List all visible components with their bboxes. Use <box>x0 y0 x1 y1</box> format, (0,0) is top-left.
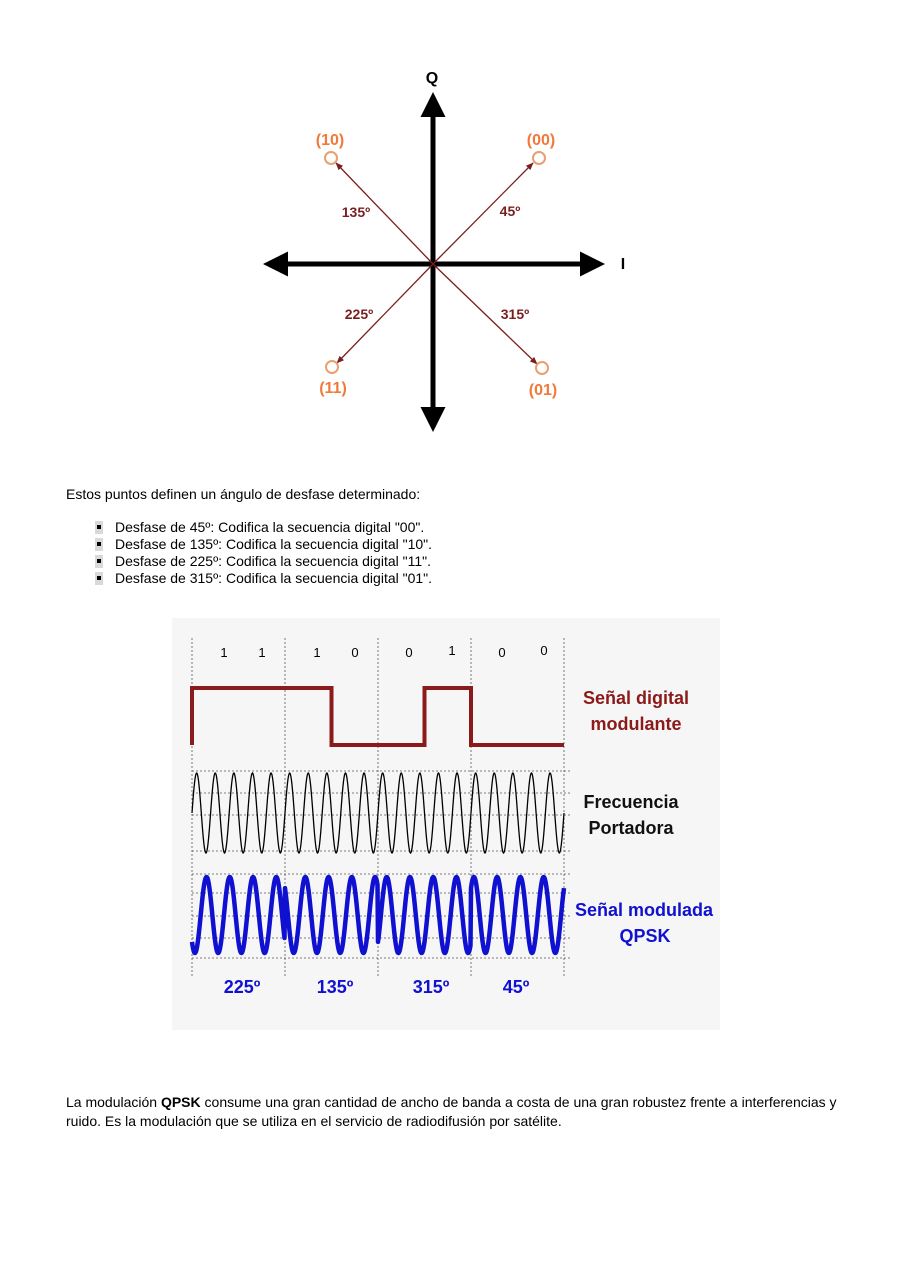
bullet-item: Desfase de 225º: Codifica la secuencia d… <box>95 553 432 570</box>
angle-label-315: 315º <box>501 306 529 322</box>
vector-225 <box>336 263 434 364</box>
bullet-item: Desfase de 315º: Codifica la secuencia d… <box>95 570 432 587</box>
digital-modulating-signal <box>190 686 564 747</box>
bit-label: 0 <box>498 645 505 660</box>
i-axis-label: I <box>621 256 625 273</box>
code-label-01: (01) <box>529 382 557 399</box>
bit-label: 1 <box>448 643 455 658</box>
bit-label: 0 <box>351 645 358 660</box>
phase-label: 45º <box>503 977 530 997</box>
code-label-10: (10) <box>316 132 344 149</box>
phase-label: 225º <box>224 977 261 997</box>
conclusion-text-post: consume una gran cantidad de ancho de ba… <box>66 1094 837 1129</box>
bit-label: 1 <box>220 645 227 660</box>
square-bullet-icon <box>95 538 103 551</box>
phase-label: 135º <box>317 977 354 997</box>
point-01 <box>535 361 549 375</box>
conclusion-paragraph: La modulación QPSK consume una gran cant… <box>66 1093 846 1131</box>
vector-45 <box>432 162 534 265</box>
code-label-11: (11) <box>319 380 347 397</box>
phase-bullet-list: Desfase de 45º: Codifica la secuencia di… <box>95 519 432 587</box>
vector-135 <box>335 162 434 265</box>
bullet-text: Desfase de 315º: Codifica la secuencia d… <box>115 570 433 586</box>
angle-label-135: 135º <box>342 204 370 220</box>
angle-label-225: 225º <box>345 306 373 322</box>
bullet-item: Desfase de 45º: Codifica la secuencia di… <box>95 519 432 536</box>
conclusion-text-pre: La modulación <box>66 1094 161 1110</box>
vector-315 <box>432 263 538 365</box>
bit-label: 0 <box>540 643 547 658</box>
conclusion-qpsk-term: QPSK <box>160 1094 201 1110</box>
point-11 <box>325 360 339 374</box>
bullet-text: Desfase de 135º: Codifica la secuencia d… <box>115 536 433 552</box>
square-bullet-icon <box>95 521 103 534</box>
qpsk-modulated-signal <box>189 874 567 956</box>
digital-signal-label: Señal digital <box>583 688 689 708</box>
point-10 <box>324 151 338 165</box>
carrier-label-2: Portadora <box>588 818 674 838</box>
bit-label: 1 <box>313 645 320 660</box>
point-00 <box>532 151 546 165</box>
carrier-label: Frecuencia <box>583 792 679 812</box>
intro-text: Estos puntos definen un ángulo de desfas… <box>66 486 421 502</box>
code-label-00: (00) <box>527 132 555 149</box>
square-bullet-icon <box>95 555 103 568</box>
q-axis-label: Q <box>426 70 438 87</box>
carrier-signal <box>191 772 565 854</box>
square-bullet-icon <box>95 572 103 585</box>
angle-label-45: 45º <box>500 203 521 219</box>
bit-labels: 1 1 1 0 0 1 0 0 <box>220 643 547 660</box>
qpsk-waveform-diagram: 1 1 1 0 0 1 0 0 Señal digital modulante … <box>172 618 720 1030</box>
bullet-item: Desfase de 135º: Codifica la secuencia d… <box>95 536 432 553</box>
modulated-label: Señal modulada <box>575 900 714 920</box>
digital-signal-label-2: modulante <box>590 714 681 734</box>
bullet-text: Desfase de 225º: Codifica la secuencia d… <box>115 553 431 569</box>
modulated-label-2: QPSK <box>619 926 670 946</box>
qpsk-constellation-diagram: Q I (00) (10) (11) (01) 45º 135º 225º 31… <box>263 70 625 432</box>
bullet-text: Desfase de 45º: Codifica la secuencia di… <box>115 519 425 535</box>
phase-label: 315º <box>413 977 450 997</box>
bit-label: 0 <box>405 645 412 660</box>
bit-label: 1 <box>258 645 265 660</box>
